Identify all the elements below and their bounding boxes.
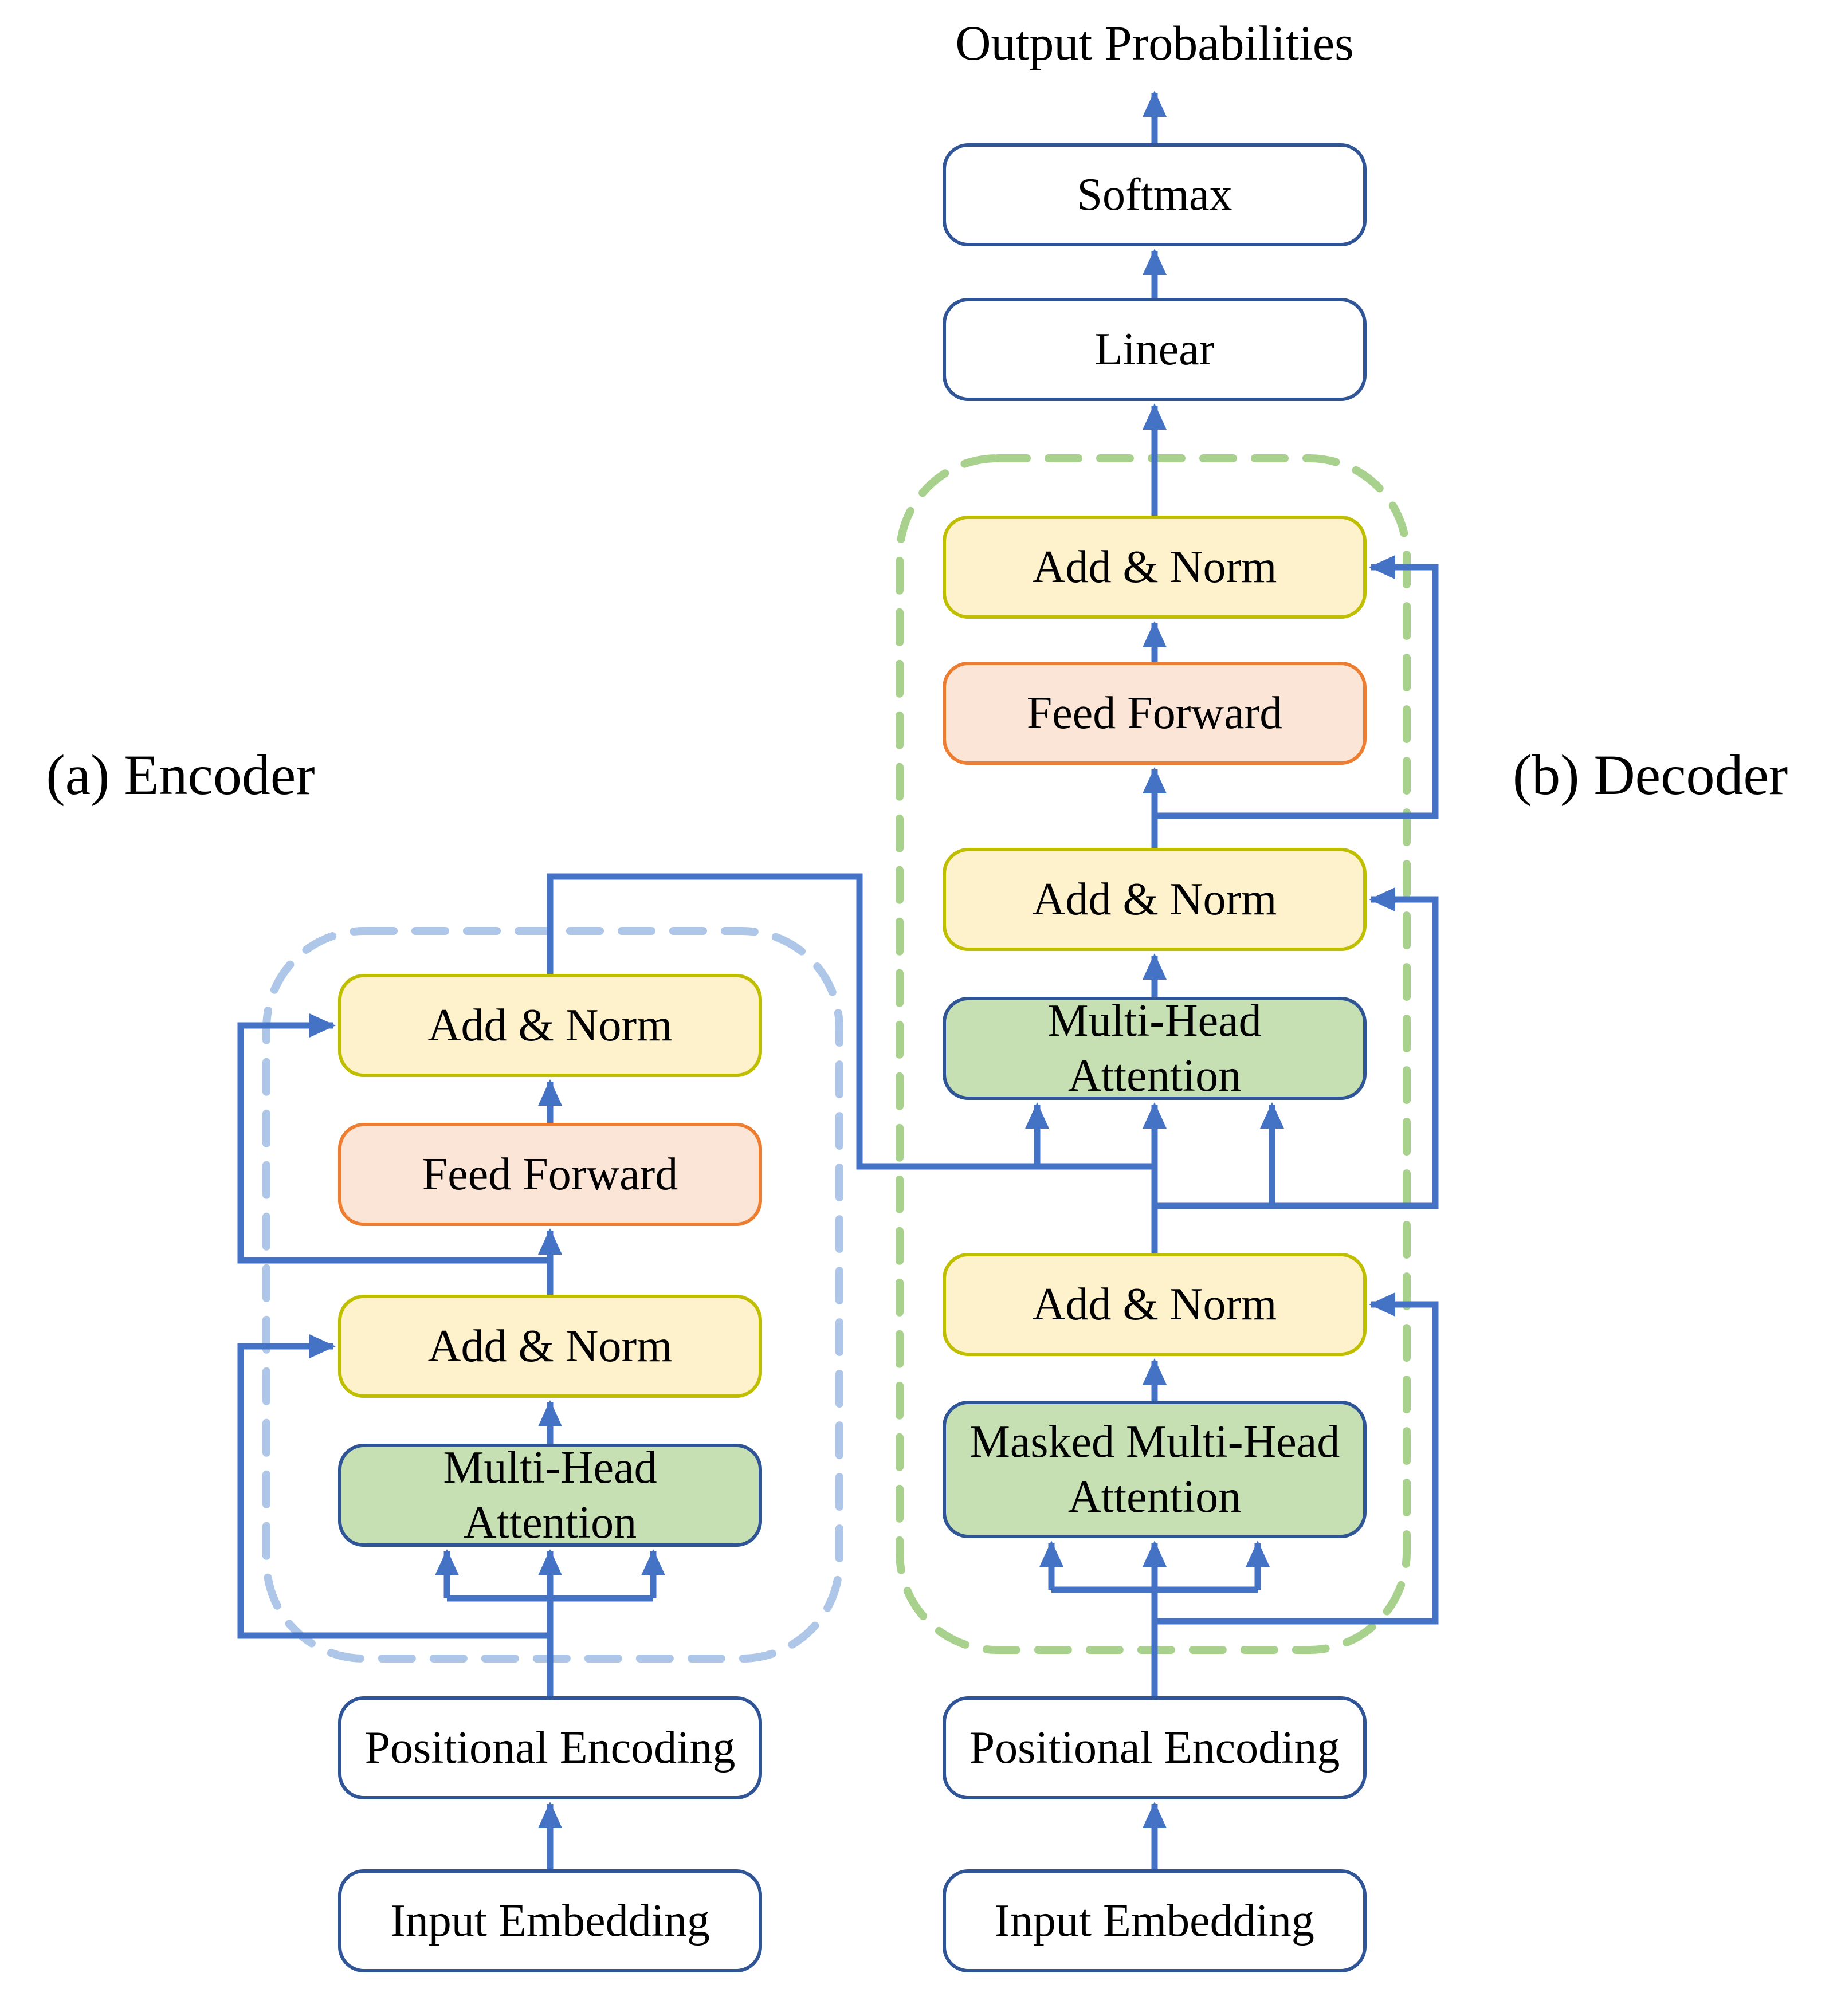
encoder-add-norm-bottom-box: Add & Norm [338, 1295, 762, 1398]
decoder-multi-head-attention-box: Multi-Head Attention [943, 996, 1367, 1101]
encoder-add-norm-top-box: Add & Norm [338, 974, 762, 1077]
decoder-linear-box: Linear [943, 298, 1367, 401]
encoder-output-line [547, 873, 1155, 1170]
encoder-input-embedding-box: Input Embedding [338, 1869, 762, 1972]
decoder-masked-multi-head-attention-box: Masked Multi-Head Attention [943, 1401, 1367, 1538]
skip-connection-ff-dec [1155, 555, 1439, 819]
encoder-positional-encoding-box: Positional Encoding [338, 1696, 762, 1799]
encoder-feed-forward-box: Feed Forward [338, 1123, 762, 1226]
decoder-add-norm-middle-box: Add & Norm [943, 848, 1367, 951]
encoder-caption: (a) Encoder [46, 743, 315, 807]
decoder-caption: (b) Decoder [1512, 743, 1788, 807]
decoder-positional-encoding-box: Positional Encoding [943, 1696, 1367, 1799]
decoder-softmax-box: Softmax [943, 143, 1367, 246]
decoder-input-embedding-box: Input Embedding [943, 1869, 1367, 1972]
skip-connection-maskedmha [1155, 1292, 1439, 1625]
skip-connection-ff-enc [237, 1013, 550, 1264]
decoder-add-norm-top-box: Add & Norm [943, 516, 1367, 619]
decoder-feed-forward-box: Feed Forward [943, 662, 1367, 765]
encoder-multi-head-attention-box: Multi-Head Attention [338, 1443, 762, 1548]
output-probabilities-label: Output Probabilities [955, 15, 1354, 70]
skip-connection-crossattn [1155, 887, 1439, 1209]
skip-connection-mha-enc [237, 1334, 550, 1639]
decoder-add-norm-bottom-box: Add & Norm [943, 1253, 1367, 1356]
